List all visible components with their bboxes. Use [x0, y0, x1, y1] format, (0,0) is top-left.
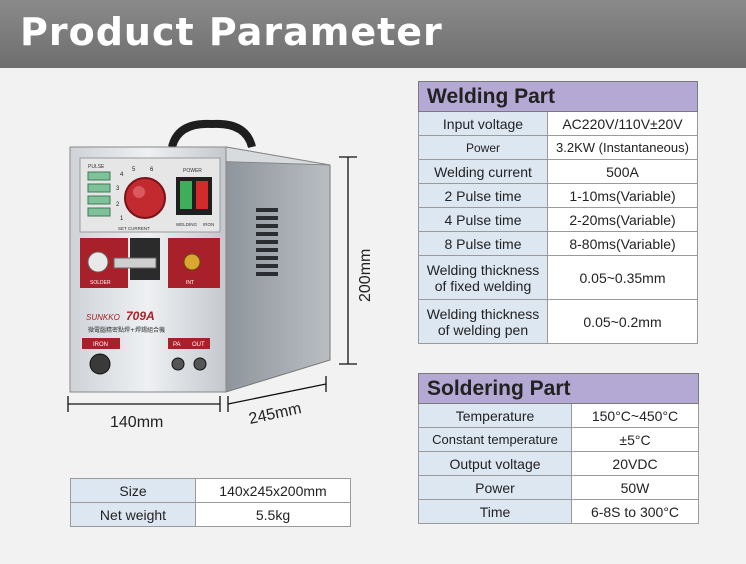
device-side: [225, 146, 331, 393]
row-value: 0.05~0.35mm: [547, 255, 698, 300]
table-row: Power 3.2KW (Instantaneous): [418, 135, 698, 160]
basic-spec-table: Size 140x245x200mm Net weight 5.5kg: [70, 478, 351, 527]
table-row: 2 Pulse time 1-10ms(Variable): [418, 183, 698, 208]
table-row: Output voltage 20VDC: [418, 451, 699, 476]
int-socket: [183, 253, 201, 271]
table-row: Net weight 5.5kg: [70, 502, 351, 527]
dial-number: 5: [132, 167, 136, 173]
row-label: Time: [418, 499, 572, 524]
row-label: Net weight: [70, 502, 196, 527]
welding-clamp: [113, 257, 157, 269]
welding-label: WELDING: [176, 222, 198, 227]
row-label: Output voltage: [418, 451, 572, 476]
row-value: 20VDC: [571, 451, 699, 476]
row-label: Input voltage: [418, 111, 548, 136]
pulse-button-2: [87, 183, 111, 193]
table-row: 4 Pulse time 2-20ms(Variable): [418, 207, 698, 232]
table-row: Power 50W: [418, 475, 699, 500]
soldering-part-table: Soldering Part Temperature 150°C~450°C C…: [418, 373, 699, 524]
dial-number: 6: [150, 167, 154, 173]
table-row: Welding thickness of fixed welding 0.05~…: [418, 255, 698, 300]
iron-socket-label-bg: [82, 338, 120, 349]
row-value: AC220V/110V±20V: [547, 111, 698, 136]
vent-grille: [256, 208, 278, 276]
row-value: ±5°C: [571, 427, 699, 452]
welding-part-table: Welding Part Input voltage AC220V/110V±2…: [418, 81, 698, 344]
iron-socket: [89, 353, 111, 375]
width-dimension: 140mm: [110, 414, 163, 431]
row-label: Power: [418, 135, 548, 160]
table-row: Constant temperature ±5°C: [418, 427, 699, 452]
title-banner: Product Parameter: [0, 0, 746, 68]
table-row: Input voltage AC220V/110V±20V: [418, 111, 698, 136]
set-current-label: SET CURRENT: [118, 226, 150, 231]
pa-jack: [171, 357, 185, 371]
row-value: 50W: [571, 475, 699, 500]
dimension-lines: [67, 156, 357, 412]
solder-label: SOLDER: [90, 280, 111, 286]
brand-label: SUNKKO: [86, 313, 120, 322]
row-value: 6-8S to 300°C: [571, 499, 699, 524]
table-row: Welding current 500A: [418, 159, 698, 184]
pulse-button-4: [87, 207, 111, 217]
dial-number: 4: [120, 172, 124, 178]
row-value: 500A: [547, 159, 698, 184]
row-value: 1-10ms(Variable): [547, 183, 698, 208]
height-dimension: 200mm: [357, 249, 374, 302]
row-label: Welding thickness of welding pen: [418, 299, 548, 344]
pa-label: PA: [173, 342, 181, 348]
out-label: OUT: [192, 342, 205, 348]
solder-knob: [87, 251, 109, 273]
table-row: Size 140x245x200mm: [70, 478, 351, 503]
row-value: 2-20ms(Variable): [547, 207, 698, 232]
pulse-label: PULSE: [88, 164, 105, 170]
pulse-button-3: [87, 195, 111, 205]
subtitle-label: 微電腦精密點焊+焊錫組合機: [88, 326, 165, 334]
depth-dimension: 245mm: [247, 400, 303, 428]
welding-part-title: Welding Part: [418, 81, 698, 112]
row-label: Size: [70, 478, 196, 503]
dial-number: 3: [116, 186, 120, 192]
row-value: 5.5kg: [195, 502, 351, 527]
row-label: Welding thickness of fixed welding: [418, 255, 548, 300]
dial-number: 1: [120, 216, 124, 222]
int-label: INT: [186, 280, 194, 286]
page-title: Product Parameter: [20, 10, 443, 54]
row-value: 8-80ms(Variable): [547, 231, 698, 256]
row-value: 0.05~0.2mm: [547, 299, 698, 344]
pa-out-label-bg: [168, 338, 210, 349]
handle: [168, 119, 256, 149]
row-value: 140x245x200mm: [195, 478, 351, 503]
table-row: Welding thickness of welding pen 0.05~0.…: [418, 299, 698, 344]
row-label: Temperature: [418, 403, 572, 428]
table-row: Temperature 150°C~450°C: [418, 403, 699, 428]
row-label: Power: [418, 475, 572, 500]
row-value: 3.2KW (Instantaneous): [547, 135, 698, 160]
table-row: 8 Pulse time 8-80ms(Variable): [418, 231, 698, 256]
row-label: 4 Pulse time: [418, 207, 548, 232]
dial-number: 2: [116, 202, 120, 208]
soldering-part-title: Soldering Part: [418, 373, 699, 404]
iron-socket-label: IRON: [93, 342, 108, 348]
row-label: 2 Pulse time: [418, 183, 548, 208]
table-row: Time 6-8S to 300°C: [418, 499, 699, 524]
power-label: POWER: [183, 168, 202, 174]
pulse-button-1: [87, 171, 111, 181]
row-label: Constant temperature: [418, 427, 572, 452]
out-jack: [193, 357, 207, 371]
row-label: 8 Pulse time: [418, 231, 548, 256]
welding-switch: [180, 181, 192, 209]
iron-switch: [196, 181, 208, 209]
row-label: Welding current: [418, 159, 548, 184]
row-value: 150°C~450°C: [571, 403, 699, 428]
current-dial: [124, 177, 166, 219]
iron-label: IRON: [203, 222, 214, 227]
model-label: 709A: [126, 309, 155, 323]
